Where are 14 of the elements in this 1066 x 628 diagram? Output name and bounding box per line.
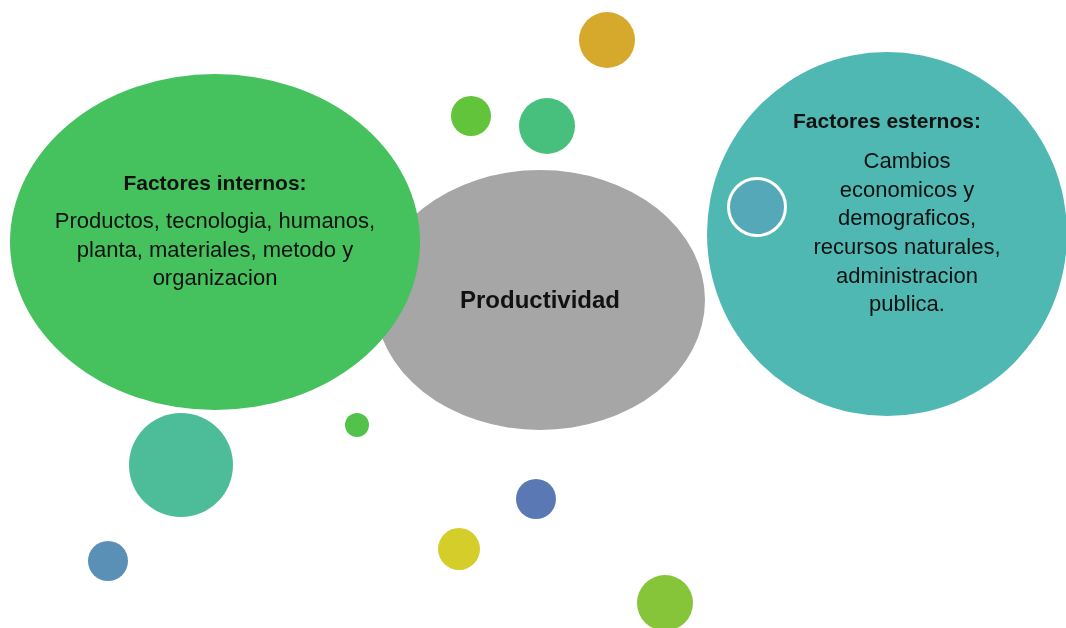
- decorative-circle: [438, 528, 480, 570]
- decorative-circle: [519, 98, 575, 154]
- decorative-circle: [637, 575, 693, 628]
- decorative-circle: [579, 12, 635, 68]
- bubble-text: Productividad: [460, 285, 620, 316]
- decorative-circle: [451, 96, 491, 136]
- bubble-text: Cambios economicos y demograficos, recursos naturales, administracion publica.: [812, 147, 1002, 319]
- bubble-text: Productos, tecnologia, humanos, planta, materiales, metodo y organizacion: [53, 207, 377, 293]
- decorative-circle: [727, 177, 787, 237]
- decorative-circle: [345, 413, 369, 437]
- bubble-heading: Factores esternos:: [793, 109, 981, 134]
- bubble-heading: Factores internos:: [123, 171, 307, 196]
- decorative-circle: [88, 541, 128, 581]
- decorative-circle: [516, 479, 556, 519]
